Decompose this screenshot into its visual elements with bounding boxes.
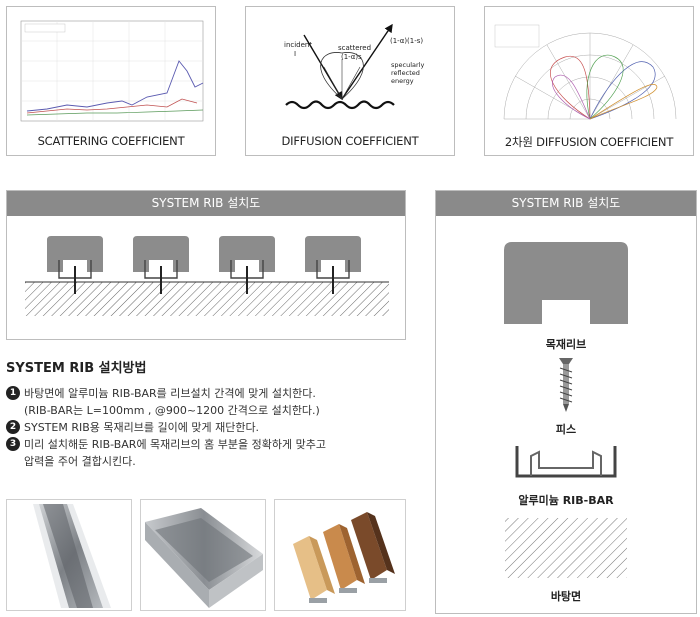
install-diagram-header: SYSTEM RIB 설치도: [7, 191, 405, 216]
step-number-badge: 3: [6, 437, 20, 451]
aluminum-channel-angle-image: [145, 508, 263, 608]
components-header: SYSTEM RIB 설치도: [436, 191, 696, 216]
wood-ribs-image: [293, 512, 395, 603]
diffusion-scattered-label: scattered: [338, 44, 371, 52]
wood-rib-drawing: [504, 242, 628, 324]
method-steps: 1 바탕면에 알루미늄 RIB-BAR를 리브설치 간격에 맞게 설치한다. (…: [6, 385, 416, 470]
rib-section-diagram: [25, 236, 389, 316]
rib-unit-4: [305, 236, 361, 294]
diffusion-diagram: incident I scattered (1-α)s (1-α)(1-s) s…: [284, 23, 424, 110]
step-3-line-1: 미리 설치해둔 RIB-BAR에 목재리브의 홈 부분을 정확하게 맞추고: [24, 438, 326, 451]
diffusion-incident-sub: I: [294, 50, 296, 58]
step-1-line-2: (RIB-BAR는 L=100mm , @900~1200 간격으로 설치한다.…: [24, 404, 320, 417]
scattering-caption: SCATTERING COEFFICIENT: [37, 134, 185, 148]
scattering-chart-thumbnail: [20, 20, 204, 122]
rib-unit-3: [219, 236, 275, 294]
step-number-badge: 1: [6, 386, 20, 400]
diffusion-specular-1: specularly: [391, 61, 424, 69]
polar-diffusion-caption: 2차원 DIFFUSION COEFFICIENT: [504, 135, 674, 149]
diffusion-scattered-sub: (1-α)s: [341, 53, 362, 61]
method-step-1: 1 바탕면에 알루미늄 RIB-BAR를 리브설치 간격에 맞게 설치한다. (…: [6, 385, 416, 419]
rib-unit-2: [133, 236, 189, 294]
part-label-wood-rib: 목재리브: [545, 338, 587, 351]
wood-rib-photo: [274, 499, 406, 611]
install-diagram-panel: SYSTEM RIB 설치도: [6, 190, 406, 340]
base-surface-drawing: [505, 518, 627, 578]
step-2-line-1: SYSTEM RIB용 목재리브를 길이에 맞게 재단한다.: [24, 421, 260, 434]
part-label-rib-bar: 알루미늄 RIB-BAR: [518, 494, 614, 507]
diffusion-caption: DIFFUSION COEFFICIENT: [281, 134, 419, 148]
polar-diffusion-card: 2차원 DIFFUSION COEFFICIENT: [484, 6, 694, 156]
diffusion-specular-2: reflected: [391, 69, 420, 77]
method-title: SYSTEM RIB 설치방법: [6, 361, 147, 376]
polar-chart-thumbnail: [494, 24, 677, 120]
step-3-line-2: 압력을 주어 결합시킨다.: [24, 455, 136, 468]
rib-unit-1: [47, 236, 103, 294]
screw-drawing: [559, 358, 573, 412]
scattering-card: SCATTERING COEFFICIENT: [6, 6, 216, 156]
rib-bar-photo-2: [140, 499, 266, 611]
diffusion-card: incident I scattered (1-α)s (1-α)(1-s) s…: [245, 6, 455, 156]
part-label-base: 바탕면: [550, 590, 582, 603]
diffusion-incident-label: incident: [284, 41, 312, 49]
rib-bar-photo-1: [6, 499, 132, 611]
diffusion-specular-3: energy: [391, 77, 414, 85]
diffusion-reflected-label: (1-α)(1-s): [390, 37, 423, 45]
rib-bar-drawing: [515, 446, 617, 478]
method-step-3: 3 미리 설치해둔 RIB-BAR에 목재리브의 홈 부분을 정확하게 맞추고 …: [6, 436, 416, 470]
step-1-line-1: 바탕면에 알루미늄 RIB-BAR를 리브설치 간격에 맞게 설치한다.: [24, 387, 316, 400]
step-number-badge: 2: [6, 420, 20, 434]
method-step-2: 2 SYSTEM RIB용 목재리브를 길이에 맞게 재단한다.: [6, 419, 416, 436]
part-label-screw: 피스: [555, 423, 577, 436]
aluminum-channel-image: [33, 504, 111, 608]
